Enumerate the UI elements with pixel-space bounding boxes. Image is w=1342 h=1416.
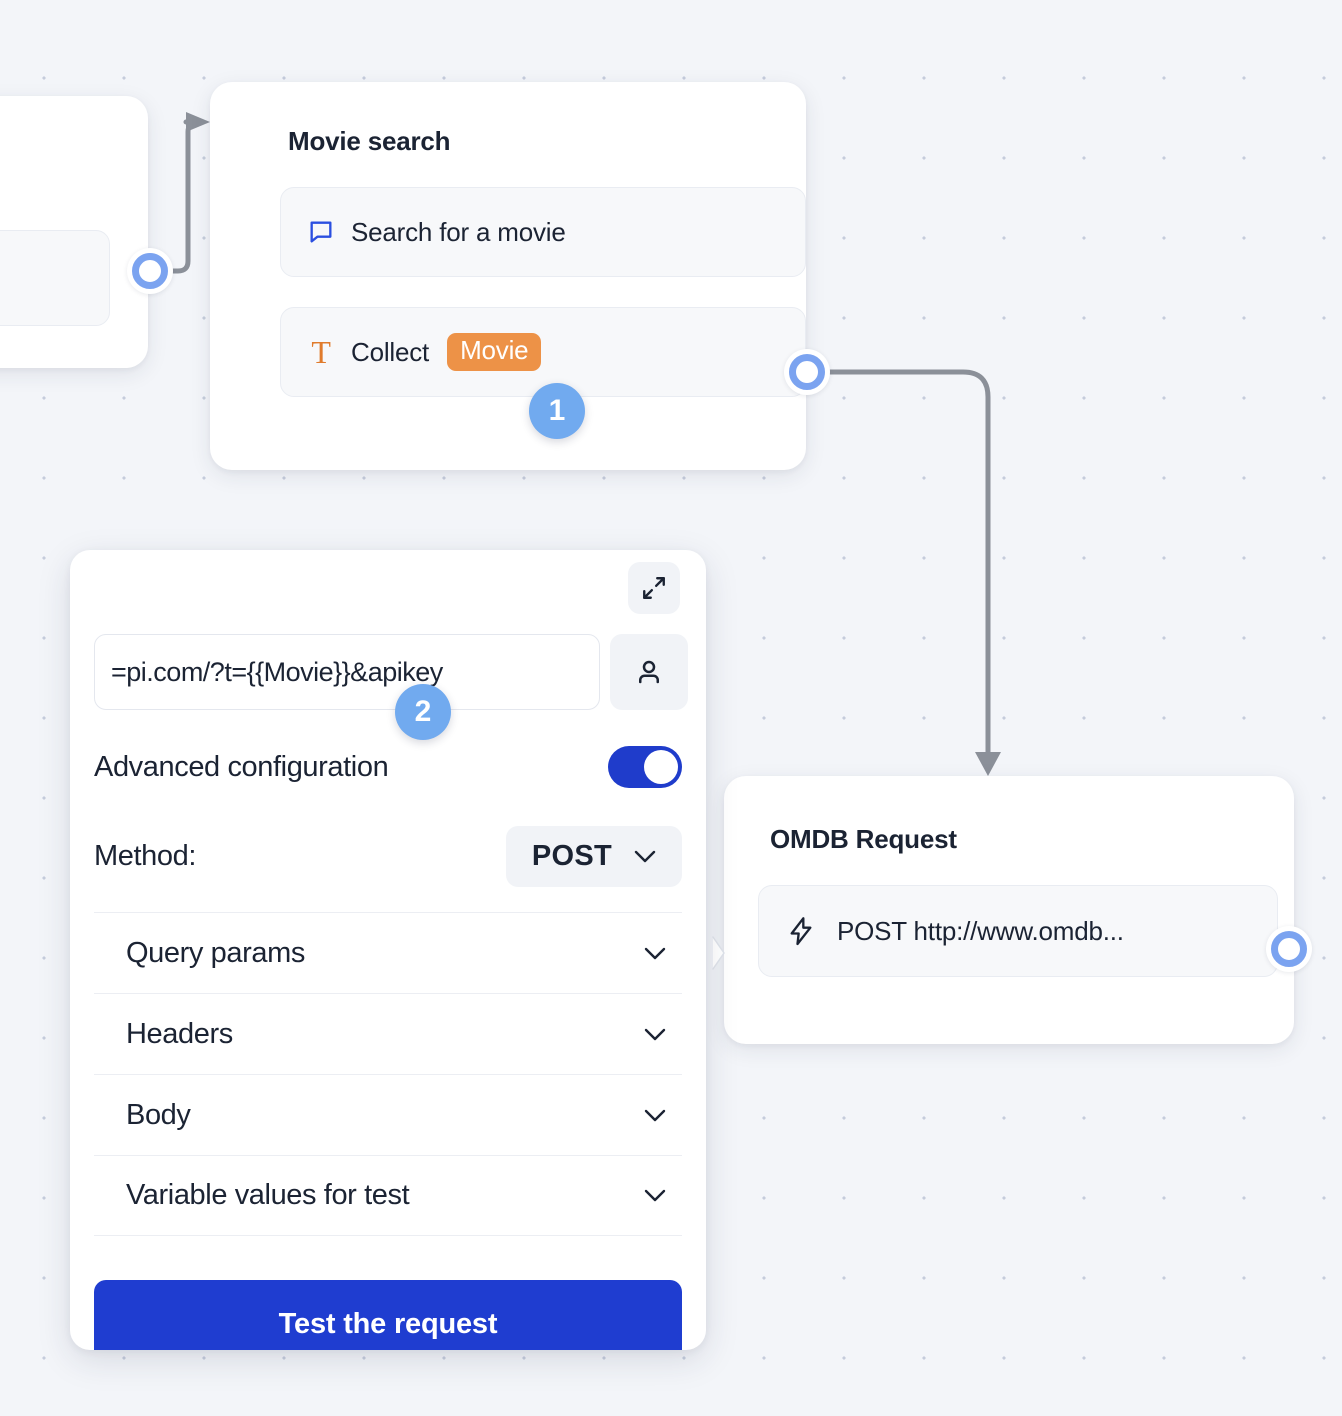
chevron-down-icon bbox=[634, 850, 656, 863]
lightning-bolt-icon bbox=[787, 916, 815, 946]
node-row-label: Search for a movie bbox=[351, 216, 566, 247]
node-row-collect-movie[interactable]: T Collect Movie bbox=[280, 307, 806, 397]
expand-panel-button[interactable] bbox=[628, 562, 680, 614]
request-url-input[interactable] bbox=[94, 634, 600, 710]
url-row bbox=[94, 634, 688, 710]
accordion-label: Headers bbox=[126, 1017, 233, 1050]
node-row-label: Collect bbox=[351, 336, 430, 367]
node-input-notch-icon bbox=[712, 936, 725, 970]
speech-bubble-icon bbox=[307, 218, 335, 246]
person-icon bbox=[639, 660, 659, 684]
accordion-label: Body bbox=[126, 1098, 191, 1131]
accordion-item-variable-values-for-test[interactable]: Variable values for test bbox=[94, 1155, 682, 1236]
toggle-knob bbox=[644, 750, 678, 784]
partial-node-left-edge[interactable] bbox=[0, 96, 148, 368]
node-omdb-request[interactable]: OMDB Request POST http://www.omdb... bbox=[712, 776, 1294, 1044]
node-title: Movie search bbox=[288, 126, 451, 156]
variable-pill-movie[interactable]: Movie bbox=[447, 333, 542, 371]
step-badge-1: 1 bbox=[529, 383, 585, 439]
accordion-label: Variable values for test bbox=[126, 1179, 410, 1211]
method-label: Method: bbox=[94, 840, 196, 872]
method-row: Method: POST bbox=[94, 826, 682, 887]
accordion-item-headers[interactable]: Headers bbox=[94, 993, 682, 1074]
step-badge-2: 2 bbox=[395, 684, 451, 740]
request-configuration-panel[interactable]: Advanced configuration Method: POST Quer… bbox=[70, 550, 706, 1350]
accordion-label: Query params bbox=[126, 936, 305, 969]
expand-diagonal-icon bbox=[643, 577, 665, 599]
node-row-label: POST http://www.omdb... bbox=[837, 915, 1124, 946]
chevron-down-icon[interactable] bbox=[644, 947, 666, 960]
accordion-item-body[interactable]: Body bbox=[94, 1074, 682, 1155]
advanced-configuration-row: Advanced configuration bbox=[94, 746, 682, 788]
text-t-icon: T bbox=[311, 334, 331, 370]
method-value: POST bbox=[531, 840, 612, 872]
chevron-down-icon[interactable] bbox=[644, 1109, 666, 1122]
chevron-down-icon[interactable] bbox=[644, 1028, 666, 1041]
node-movie-search[interactable]: Movie search Search for a movie T Collec… bbox=[210, 82, 806, 470]
advanced-configuration-toggle[interactable] bbox=[608, 746, 682, 788]
node-row-post-request[interactable]: POST http://www.omdb... bbox=[758, 885, 1278, 977]
node-row-search-for-a-movie[interactable]: Search for a movie bbox=[280, 187, 806, 277]
request-sections-accordion: Query params Headers Body Variable value… bbox=[94, 912, 682, 1236]
partial-node-field bbox=[0, 230, 110, 326]
test-the-request-button[interactable]: Test the request bbox=[94, 1280, 682, 1350]
node-title: OMDB Request bbox=[770, 824, 957, 854]
connector-port-left-node[interactable] bbox=[127, 248, 173, 294]
method-select[interactable]: POST bbox=[505, 826, 682, 887]
user-auth-button[interactable] bbox=[610, 634, 688, 710]
accordion-item-query-params[interactable]: Query params bbox=[94, 912, 682, 993]
connector-port-omdb-output[interactable] bbox=[1266, 926, 1312, 972]
advanced-configuration-label: Advanced configuration bbox=[94, 750, 389, 783]
connector-port-movie-search-output[interactable] bbox=[784, 349, 830, 395]
chevron-down-icon[interactable] bbox=[644, 1189, 666, 1202]
